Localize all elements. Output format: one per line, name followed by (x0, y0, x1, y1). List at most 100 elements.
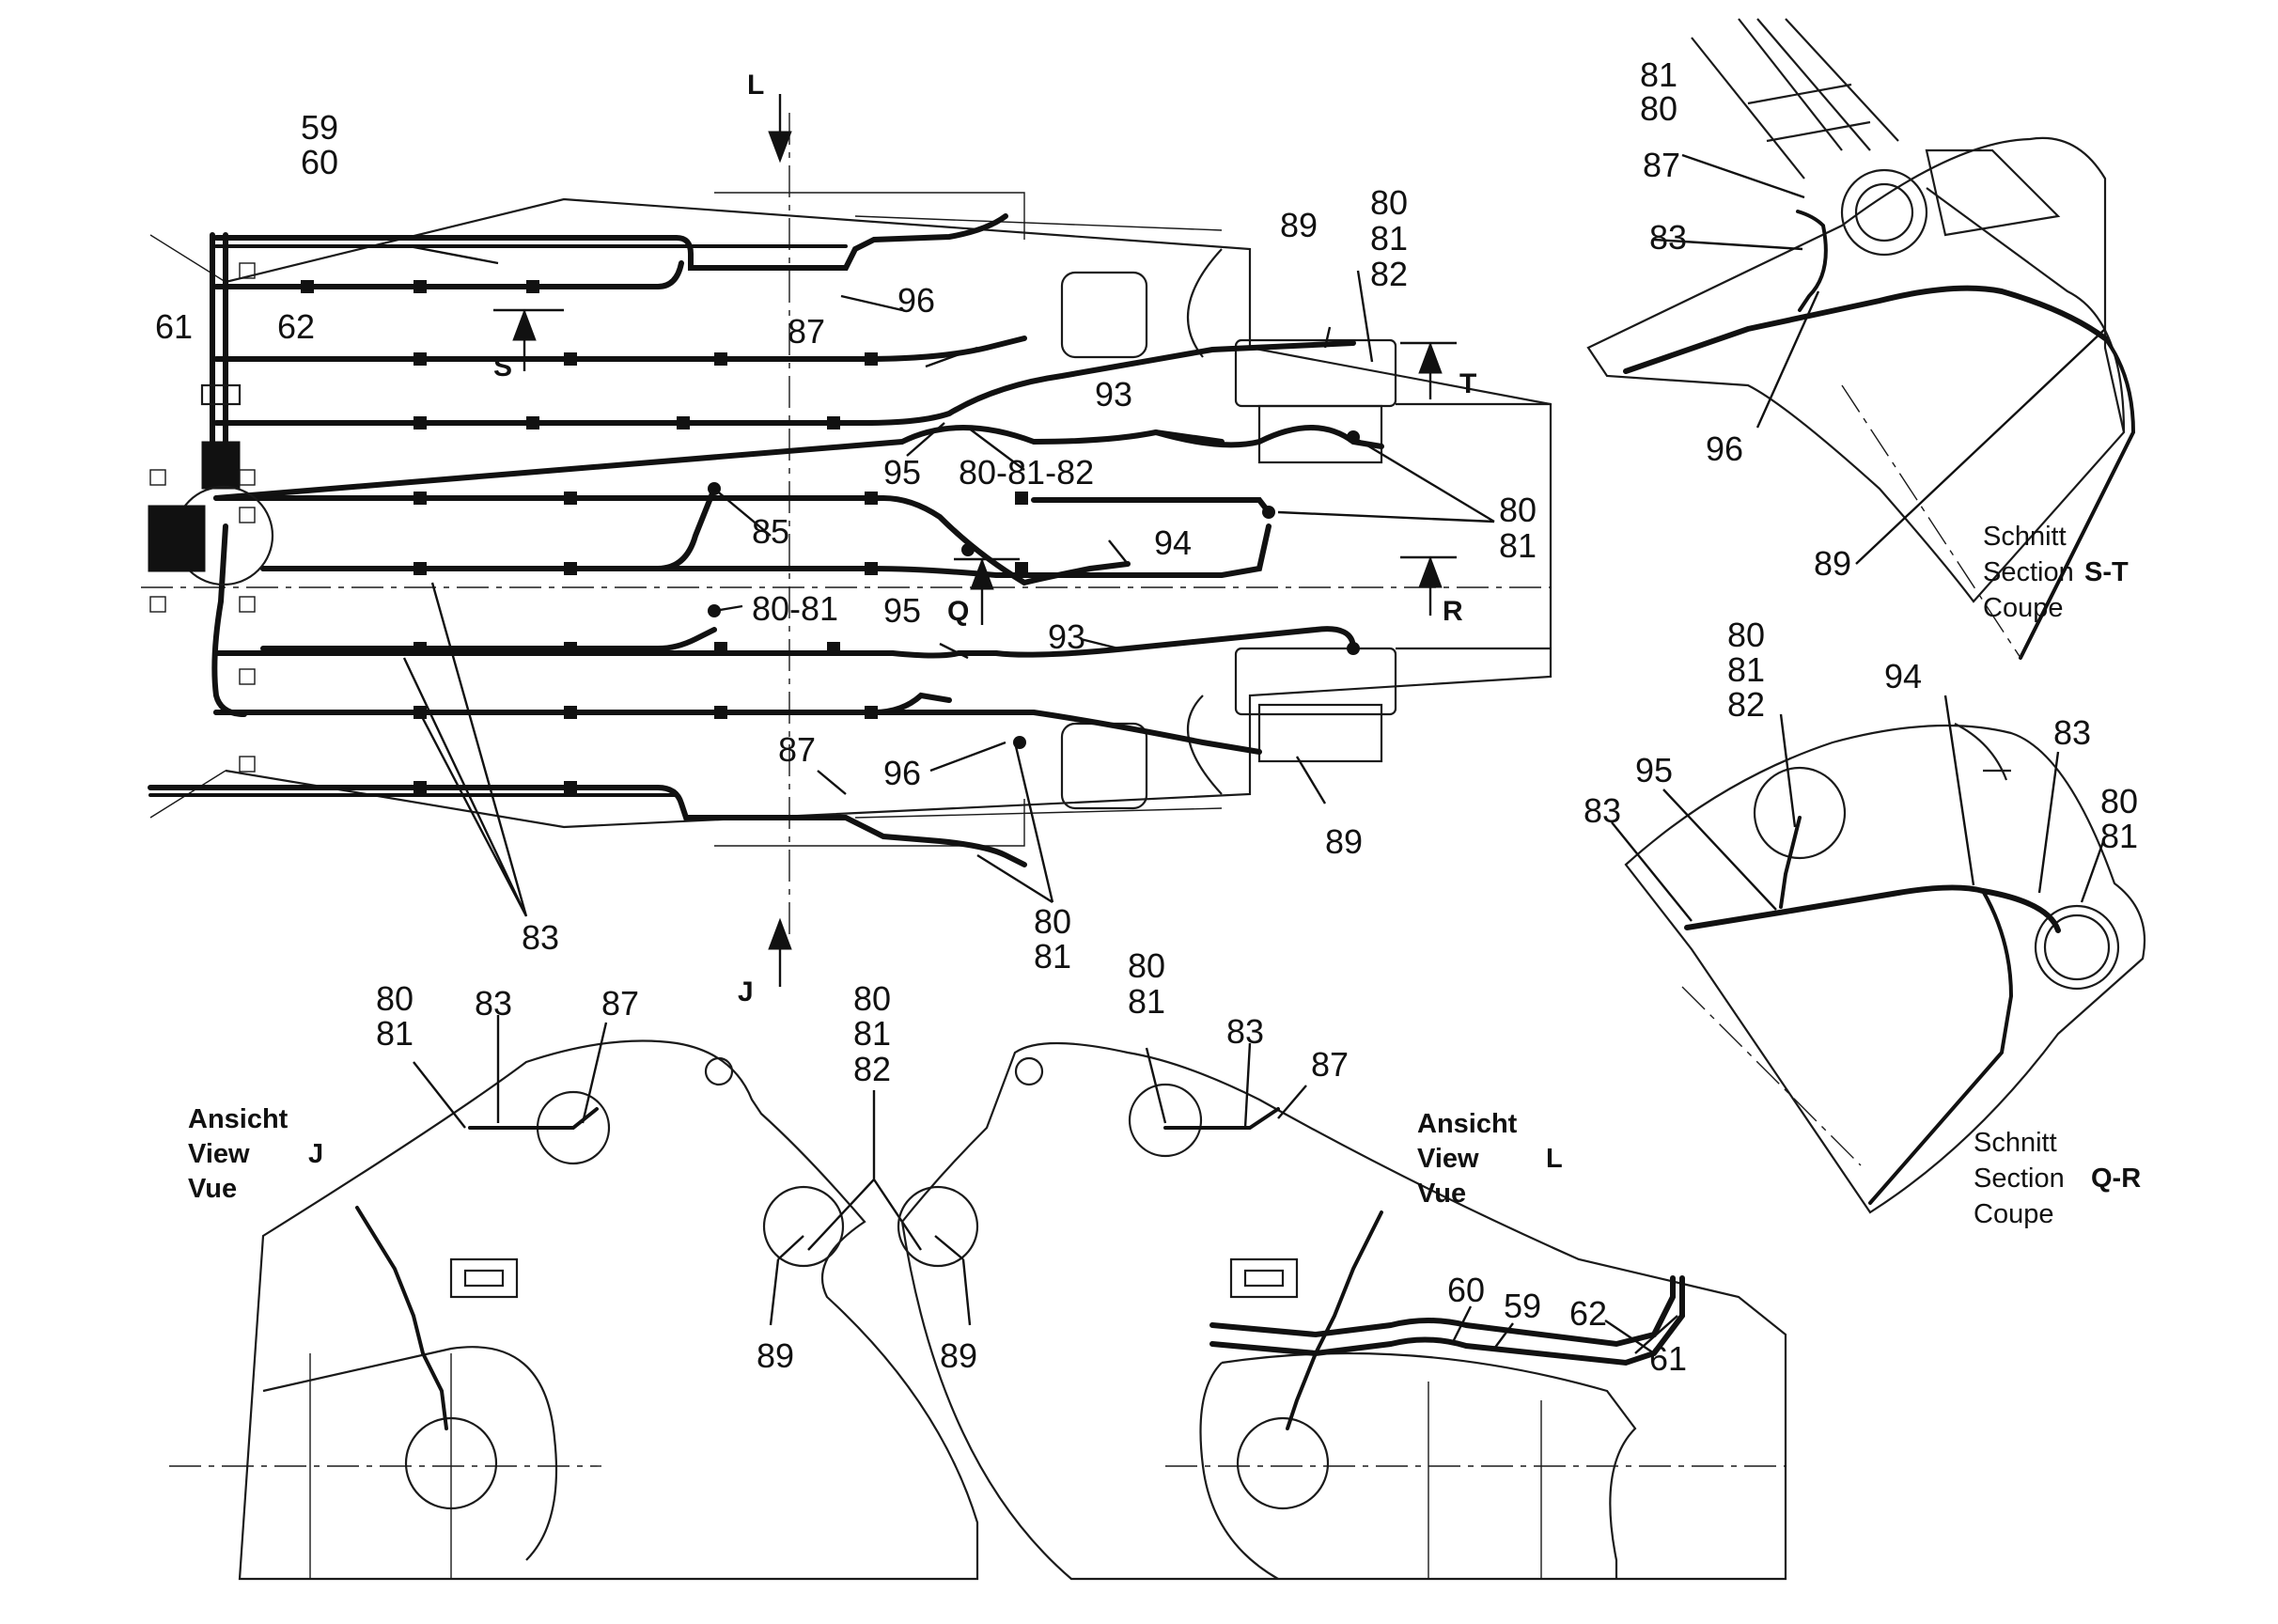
svg-text:Schnitt: Schnitt (1983, 522, 2067, 552)
svg-text:L: L (1546, 1144, 1563, 1174)
svg-text:Section: Section (1974, 1163, 2065, 1194)
svg-text:87: 87 (1643, 146, 1680, 184)
hose-run-2 (213, 260, 684, 289)
svg-text:83: 83 (475, 984, 512, 1023)
svg-text:Coupe: Coupe (1974, 1199, 2053, 1229)
svg-text:82: 82 (1727, 685, 1765, 724)
section-arrow-J: J (738, 917, 792, 1007)
svg-text:93: 93 (1048, 617, 1085, 656)
svg-text:82: 82 (1370, 255, 1408, 293)
section-arrow-T: T (1400, 341, 1476, 399)
section-st-pin (1840, 168, 1928, 257)
section-arrow-S: S (493, 308, 564, 383)
hose-run-1 (213, 213, 1008, 271)
svg-text:87: 87 (601, 984, 639, 1023)
web-cutout-bottom (1060, 722, 1148, 810)
hose-run-4 (213, 340, 1356, 426)
svg-text:83: 83 (1649, 218, 1687, 257)
view-j: 80 81 83 87 89 Ansicht View Vue J (169, 979, 979, 1581)
bolt-markers (149, 262, 256, 773)
section-arrow-L: L (747, 70, 792, 164)
hose-run-6 (213, 425, 1225, 501)
svg-text:94: 94 (1154, 523, 1192, 562)
svg-text:81: 81 (1499, 526, 1537, 565)
svg-text:Coupe: Coupe (1983, 593, 2063, 623)
view-l-pin-left (897, 1185, 979, 1268)
svg-text:S-T: S-T (2084, 557, 2129, 587)
svg-text:Section: Section (1983, 557, 2074, 587)
svg-text:81: 81 (2100, 817, 2138, 855)
svg-text:View: View (188, 1139, 250, 1169)
svg-text:62: 62 (277, 307, 315, 346)
svg-text:95: 95 (1635, 751, 1673, 789)
view-j-pin-right (762, 1185, 845, 1268)
view-l: 80 81 83 87 89 60 59 62 61 Ansicht View … (897, 946, 1787, 1581)
svg-text:59: 59 (301, 108, 338, 147)
svg-text:Q: Q (947, 596, 969, 627)
svg-text:93: 93 (1095, 375, 1132, 414)
svg-text:Ansicht: Ansicht (1417, 1109, 1518, 1139)
svg-text:61: 61 (155, 307, 193, 346)
svg-text:85: 85 (752, 512, 789, 551)
view-l-pin-upper (1128, 1083, 1203, 1158)
hose-run-9 (260, 627, 717, 651)
section-qr-pin-lower (2034, 904, 2120, 991)
svg-text:83: 83 (522, 918, 559, 957)
svg-text:J: J (738, 976, 754, 1007)
svg-text:95: 95 (883, 591, 921, 630)
svg-text:Vue: Vue (1417, 1179, 1466, 1209)
hose-run-3 (213, 336, 1027, 362)
section-qr-pin-upper (1753, 766, 1847, 860)
hose-run-13 (148, 785, 1027, 867)
svg-text:80: 80 (1499, 491, 1537, 529)
svg-text:81: 81 (853, 1014, 891, 1053)
view-l-outline (900, 1041, 1787, 1581)
svg-text:59: 59 (1504, 1287, 1541, 1325)
svg-text:89: 89 (1814, 544, 1851, 583)
svg-text:87: 87 (788, 312, 825, 351)
svg-text:81: 81 (376, 1014, 413, 1053)
svg-text:61: 61 (1649, 1339, 1687, 1378)
svg-text:80: 80 (1640, 89, 1677, 128)
section-st: 81 80 87 83 96 89 Schnitt Section Coupe … (1586, 18, 2136, 660)
svg-text:80: 80 (1727, 616, 1765, 654)
view-j-callouts: 80 81 83 87 89 Ansicht View Vue J (188, 979, 794, 1375)
section-qr: 80 81 82 94 95 83 83 80 81 Schnitt Secti… (1584, 616, 2146, 1229)
section-qr-outline (1624, 724, 2146, 1214)
svg-text:89: 89 (1325, 822, 1363, 861)
svg-text:81: 81 (1034, 937, 1071, 976)
svg-text:R: R (1443, 596, 1463, 627)
svg-text:83: 83 (1584, 791, 1621, 830)
svg-text:81: 81 (1370, 219, 1408, 258)
svg-text:60: 60 (301, 143, 338, 181)
svg-text:80: 80 (1128, 946, 1165, 985)
svg-text:Schnitt: Schnitt (1974, 1128, 2057, 1158)
svg-text:L: L (747, 70, 764, 101)
main-top-view: L J S T Q R (141, 70, 1552, 1007)
boom-outline (225, 197, 1552, 829)
svg-text:83: 83 (2053, 713, 2091, 752)
section-qr-callouts: 80 81 82 94 95 83 83 80 81 Schnitt Secti… (1584, 616, 2141, 1229)
view-l-callouts: 80 81 83 87 89 60 59 62 61 Ansicht View … (940, 946, 1687, 1378)
web-cutout-top (1060, 271, 1148, 359)
svg-text:94: 94 (1884, 657, 1922, 695)
svg-text:89: 89 (1280, 206, 1318, 244)
center-callout: 80 81 82 (807, 979, 922, 1251)
svg-text:Q-R: Q-R (2091, 1163, 2141, 1194)
section-st-callouts: 81 80 87 83 96 89 Schnitt Section Coupe … (1640, 55, 2129, 623)
svg-text:62: 62 (1569, 1294, 1607, 1333)
svg-text:87: 87 (1311, 1045, 1349, 1084)
svg-text:80: 80 (1034, 902, 1071, 941)
hose-run-8 (260, 523, 1272, 578)
view-j-pin-lower (404, 1416, 498, 1510)
svg-text:81: 81 (1128, 982, 1165, 1021)
svg-text:81: 81 (1640, 55, 1677, 94)
svg-text:89: 89 (940, 1336, 977, 1375)
svg-text:80: 80 (376, 979, 413, 1018)
svg-text:87: 87 (778, 730, 816, 769)
hose-run-12 (213, 710, 1262, 755)
svg-text:95: 95 (883, 453, 921, 492)
svg-text:J: J (308, 1139, 323, 1169)
svg-text:83: 83 (1226, 1012, 1264, 1051)
